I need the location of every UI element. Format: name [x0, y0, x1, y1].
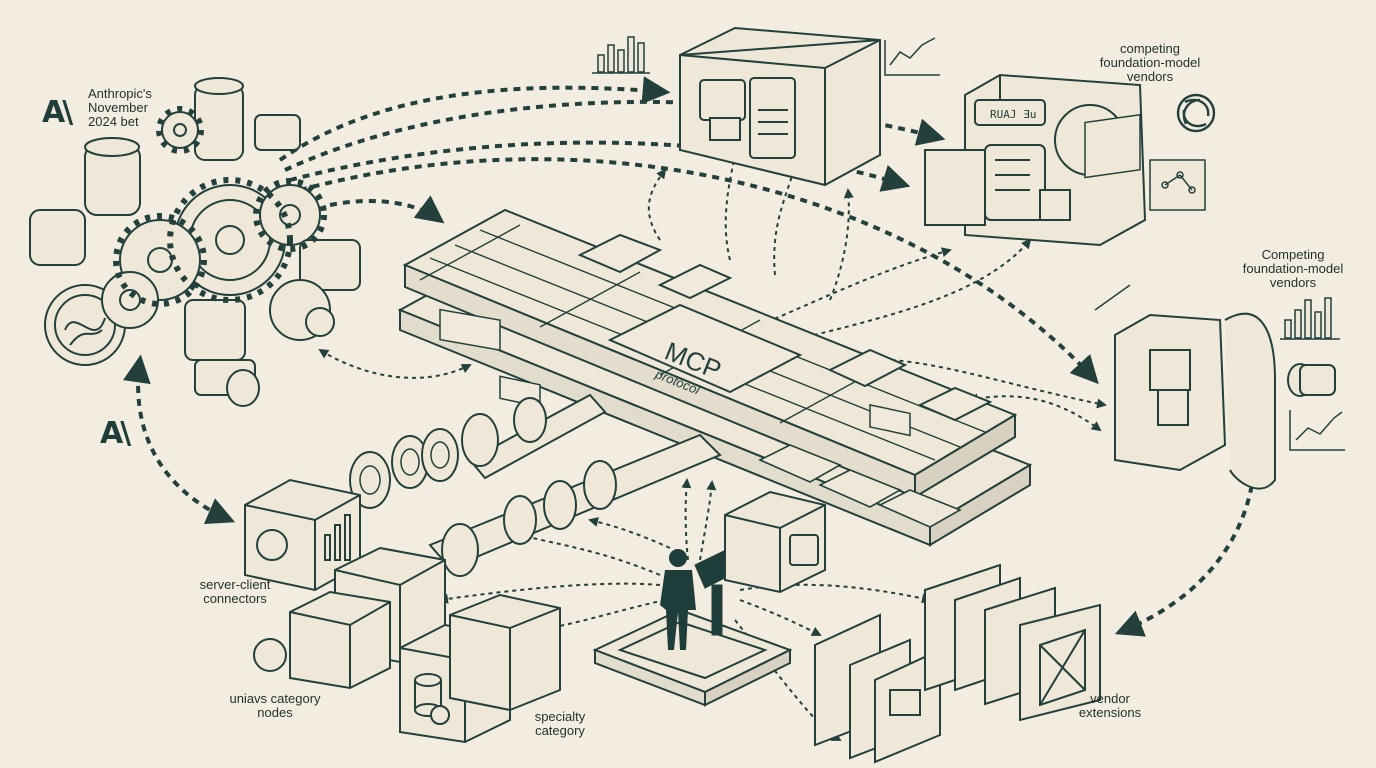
arrow-person-to-hub-1 [681, 478, 692, 561]
arrow-hub-to-top-4 [829, 188, 854, 301]
vendor-box-right [1114, 312, 1336, 490]
label-unique-nodes: uniavs category nodes [200, 692, 350, 720]
arrow-gears-to-top-server [278, 76, 671, 162]
label-vendor-ext-line1: vendor [1090, 691, 1130, 706]
vendor-box-top [924, 73, 1147, 247]
arrow-top-to-hub-1 [759, 247, 952, 326]
thin-arrows [318, 148, 1107, 741]
arrow-person-to-ext-3 [734, 619, 842, 741]
arrow-person-to-hub-2 [699, 480, 717, 561]
arrow-gears-to-vendor-right [299, 157, 1099, 385]
arrow-hub-to-top-2 [724, 153, 739, 261]
label-server-client-line1: server-client [199, 577, 271, 592]
label-competing-top-line1: competing [1120, 41, 1180, 56]
label-anthropic-bet: Anthropic's November 2024 bet [88, 87, 152, 129]
scatter-card-top [884, 37, 940, 76]
operator-platform [592, 608, 793, 707]
gear-cluster [29, 77, 361, 407]
arrow-person-to-pipes [588, 517, 671, 549]
label-specialty: specialty category [510, 710, 610, 738]
label-vendor-ext: vendor extensions [1050, 692, 1170, 720]
gear-teeth [113, 106, 327, 307]
label-specialty-line2: category [535, 723, 585, 738]
label-specialty-line1: specialty [534, 709, 586, 724]
arrow-logo-to-connectors [122, 354, 236, 525]
label-anthropic-bet-line1: Anthropic's [88, 86, 152, 101]
bar-chart-right [1280, 297, 1340, 340]
small-bar-chart-top [592, 36, 650, 74]
label-competing-top-line3: vendors [1126, 69, 1174, 84]
openai-icon [1176, 93, 1216, 133]
arrow-gears-to-vendor-top-1 [284, 99, 946, 172]
label-competing-top: competing foundation-model vendors [1080, 42, 1220, 84]
arrow-person-to-ext-2 [739, 599, 822, 636]
vendor-extension-screens [814, 563, 1101, 764]
person-icon [660, 549, 696, 650]
arrow-person-to-nodes [438, 582, 661, 604]
arrow-hub-to-gears [318, 348, 472, 379]
label-anthropic-bet-line2: November [88, 100, 148, 115]
arrow-hub-to-right-2 [968, 393, 1102, 432]
arrow-gears-to-hub [329, 195, 445, 224]
mcp-protocol-sign [607, 303, 803, 394]
arrow-person-to-connectors [518, 532, 661, 576]
label-server-client: server-client connectors [180, 578, 290, 606]
label-competing-right-line2: foundation-model [1242, 261, 1344, 276]
arrow-person-to-ext-1 [739, 583, 932, 604]
arrow-hub-to-top-1 [647, 168, 667, 241]
label-anthropic-bet-line3: 2024 bet [88, 114, 139, 129]
anthropic-logo-left: A\ [100, 416, 131, 451]
network-card [1149, 159, 1206, 211]
arrow-top-to-hub-2 [774, 238, 1032, 346]
line-chart-right [1289, 410, 1345, 451]
central-mcp-hub [397, 208, 1033, 547]
arrow-vendor-right-to-ext [1114, 459, 1257, 637]
arrow-person-to-specialty [548, 599, 666, 632]
label-unique-nodes-line1: uniavs category [229, 691, 321, 706]
label-competing-top-line2: foundation-model [1099, 55, 1201, 70]
rotated-sign-text: RUAJ Ǝu [990, 108, 1036, 121]
module-box [724, 490, 826, 594]
label-server-client-line2: connectors [203, 591, 267, 606]
anthropic-logo-top: A\ [42, 95, 73, 130]
label-competing-right-line1: Competing [1261, 247, 1325, 262]
connector-cubes [244, 478, 561, 744]
label-competing-right-line3: vendors [1269, 275, 1317, 290]
top-server-box [679, 26, 881, 187]
label-unique-nodes-line2: nodes [257, 705, 293, 720]
scatter-card-right [1084, 113, 1141, 311]
label-competing-right: Competing foundation-model vendors [1218, 248, 1368, 290]
label-vendor-ext-line2: extensions [1078, 705, 1142, 720]
